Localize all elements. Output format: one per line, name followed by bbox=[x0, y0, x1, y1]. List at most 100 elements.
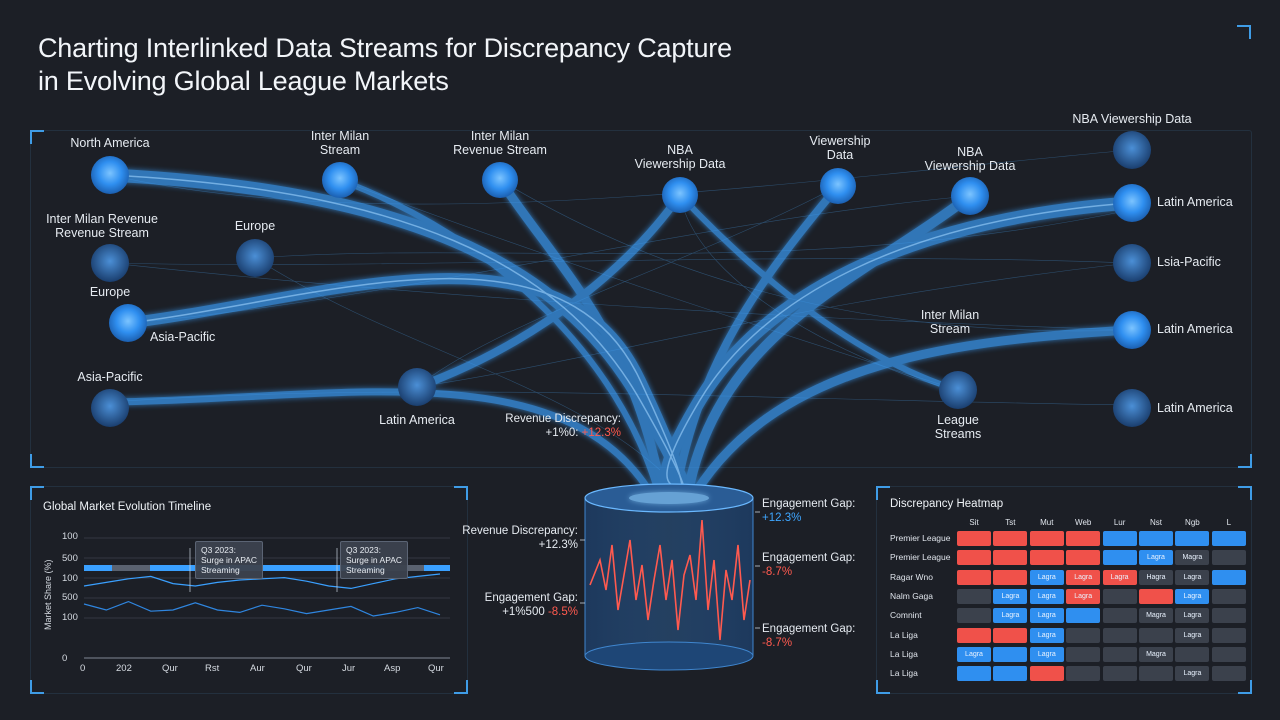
discrepancy-cylinder bbox=[584, 483, 754, 671]
heatmap-cell bbox=[957, 531, 991, 546]
heatmap-cell: Hagra bbox=[1139, 569, 1173, 585]
corner-mark bbox=[454, 486, 468, 500]
annotation-label: Engagement Gap: bbox=[762, 552, 856, 564]
corner-mark bbox=[1238, 680, 1252, 694]
heatmap-title: Discrepancy Heatmap bbox=[890, 498, 1004, 510]
timeline-x-tick: Qur bbox=[162, 663, 178, 674]
heatmap-cell: Lagra bbox=[957, 646, 991, 662]
heatmap-cell bbox=[1211, 569, 1246, 585]
heatmap-cell bbox=[993, 569, 1028, 585]
network-frame bbox=[30, 130, 1252, 468]
heatmap-cell: Magra bbox=[1175, 550, 1210, 566]
heatmap-cell bbox=[1066, 646, 1101, 662]
annotation-value: +12.3% bbox=[538, 539, 578, 551]
node-inter-milan-left bbox=[91, 244, 129, 282]
heatmap-cell bbox=[993, 550, 1028, 566]
heatmap-cell bbox=[1175, 531, 1210, 546]
timeline-y-tick: 100 bbox=[62, 612, 78, 623]
title-line-1: Charting Interlinked Data Streams for Di… bbox=[38, 33, 732, 63]
node-viewership bbox=[820, 168, 856, 204]
corner-mark bbox=[30, 454, 44, 468]
corner-mark bbox=[876, 680, 890, 694]
label-north-america: North America bbox=[70, 136, 150, 150]
heatmap-cell bbox=[1139, 627, 1173, 643]
heatmap-cell bbox=[1102, 627, 1137, 643]
annotation-revenue-discrepancy-mid: Revenue Discrepancy: +12.3% bbox=[462, 524, 578, 552]
heatmap-cell: Lagra bbox=[1029, 588, 1064, 604]
annotation-prefix: +1%500 bbox=[502, 606, 545, 618]
heatmap-cell bbox=[1066, 531, 1101, 546]
heatmap-cell: Lagra bbox=[1139, 550, 1173, 566]
annotation-label: Engagement Gap: bbox=[762, 498, 856, 510]
heatmap-cell bbox=[1029, 550, 1064, 566]
node-europe-left bbox=[109, 304, 147, 342]
corner-mark bbox=[30, 680, 44, 694]
heatmap-row-label: Ragar Wno bbox=[890, 571, 933, 582]
annotation-connectors bbox=[580, 511, 760, 629]
corner-mark bbox=[1238, 486, 1252, 500]
label-nba-center: NBA Viewership Data bbox=[634, 143, 726, 171]
heatmap-column-label: Mut bbox=[1040, 518, 1054, 527]
heatmap-cell bbox=[993, 531, 1028, 546]
label-nba-far-right: NBA Viewership Data bbox=[1072, 112, 1192, 126]
label-inter-milan-stream-right: Inter Milan Stream bbox=[920, 308, 980, 336]
heatmap-cell: Lagra bbox=[1066, 569, 1101, 585]
corner-mark bbox=[454, 680, 468, 694]
node-europe-mid bbox=[236, 239, 274, 277]
corner-mark bbox=[30, 130, 44, 144]
node-latin-america-r1 bbox=[1113, 184, 1151, 222]
heatmap-cell bbox=[993, 627, 1028, 643]
heatmap-cell bbox=[1139, 588, 1173, 604]
heatmap-cell: Lagra bbox=[1066, 588, 1101, 604]
heatmap-cell: Lagra bbox=[1175, 608, 1210, 624]
corner-mark bbox=[1237, 25, 1251, 39]
annotation-label: Revenue Discrepancy: bbox=[505, 413, 621, 425]
heatmap-cell: Magra bbox=[1139, 646, 1173, 662]
heatmap-cell: Lagra bbox=[1175, 588, 1210, 604]
node-latin-america-r3 bbox=[1113, 389, 1151, 427]
annotation-label: Engagement Gap: bbox=[762, 623, 856, 635]
heatmap-row-label: Premier League bbox=[890, 552, 951, 563]
label-asia-pacific-right: Lsia-Pacific bbox=[1157, 255, 1221, 269]
heatmap-cell bbox=[1211, 531, 1246, 546]
annotation-value: -8.7% bbox=[762, 637, 793, 649]
heatmap-cell bbox=[957, 627, 991, 643]
label-viewership: Viewership Data bbox=[809, 134, 871, 162]
timeline-x-tick: Asp bbox=[384, 663, 401, 674]
annotation-engagement-gap-r2: Engagement Gap: -8.7% bbox=[762, 551, 855, 579]
title-line-2: in Evolving Global League Markets bbox=[38, 66, 449, 96]
heatmap-row-label: Comnint bbox=[890, 610, 922, 621]
heatmap-cell: Lagra bbox=[1029, 627, 1064, 643]
corner-mark bbox=[876, 486, 890, 500]
timeline-band-gap bbox=[112, 565, 150, 571]
heatmap-cell: Lagra bbox=[993, 588, 1028, 604]
annotation-value: -8.5% bbox=[547, 606, 578, 618]
heatmap-cell bbox=[993, 646, 1028, 662]
timeline-x-tick: 202 bbox=[116, 663, 132, 674]
label-asia-pacific-left: Asia-Pacific bbox=[150, 330, 216, 344]
heatmap-cell: Lagra bbox=[1029, 569, 1064, 585]
heatmap-cell bbox=[1102, 646, 1137, 662]
heatmap-column-label: Lur bbox=[1113, 518, 1126, 527]
node-league-streams bbox=[939, 371, 977, 409]
node-nba-far-right bbox=[1113, 131, 1151, 169]
node-asia-pacific-low bbox=[91, 389, 129, 427]
timeline-y-label: Market Share (%) bbox=[43, 559, 53, 630]
annotation-value: -8.7% bbox=[762, 566, 793, 578]
label-inter-milan-revenue: Inter Milan Revenue Stream bbox=[453, 129, 547, 157]
timeline-callout-2: Q3 2023: Surge in APAC Streaming bbox=[340, 541, 409, 579]
heatmap-column-label: Nst bbox=[1150, 518, 1162, 527]
heatmap-cell: Lagra bbox=[1175, 569, 1210, 585]
heatmap-cell bbox=[993, 666, 1028, 682]
heatmap-cell bbox=[1139, 666, 1173, 682]
heatmap-column-label: Tst bbox=[1005, 518, 1016, 527]
heatmap-cell bbox=[1211, 646, 1246, 662]
heatmap-column-label: Sit bbox=[969, 518, 979, 527]
discrepancy-wave bbox=[589, 519, 751, 641]
heatmap-panel bbox=[876, 486, 1252, 694]
annotation-engagement-gap-r3: Engagement Gap: -8.7% bbox=[762, 622, 855, 650]
corner-mark bbox=[30, 486, 44, 500]
label-europe-mid: Europe bbox=[234, 219, 276, 233]
label-nba-right: NBA Viewership Data bbox=[924, 145, 1016, 173]
